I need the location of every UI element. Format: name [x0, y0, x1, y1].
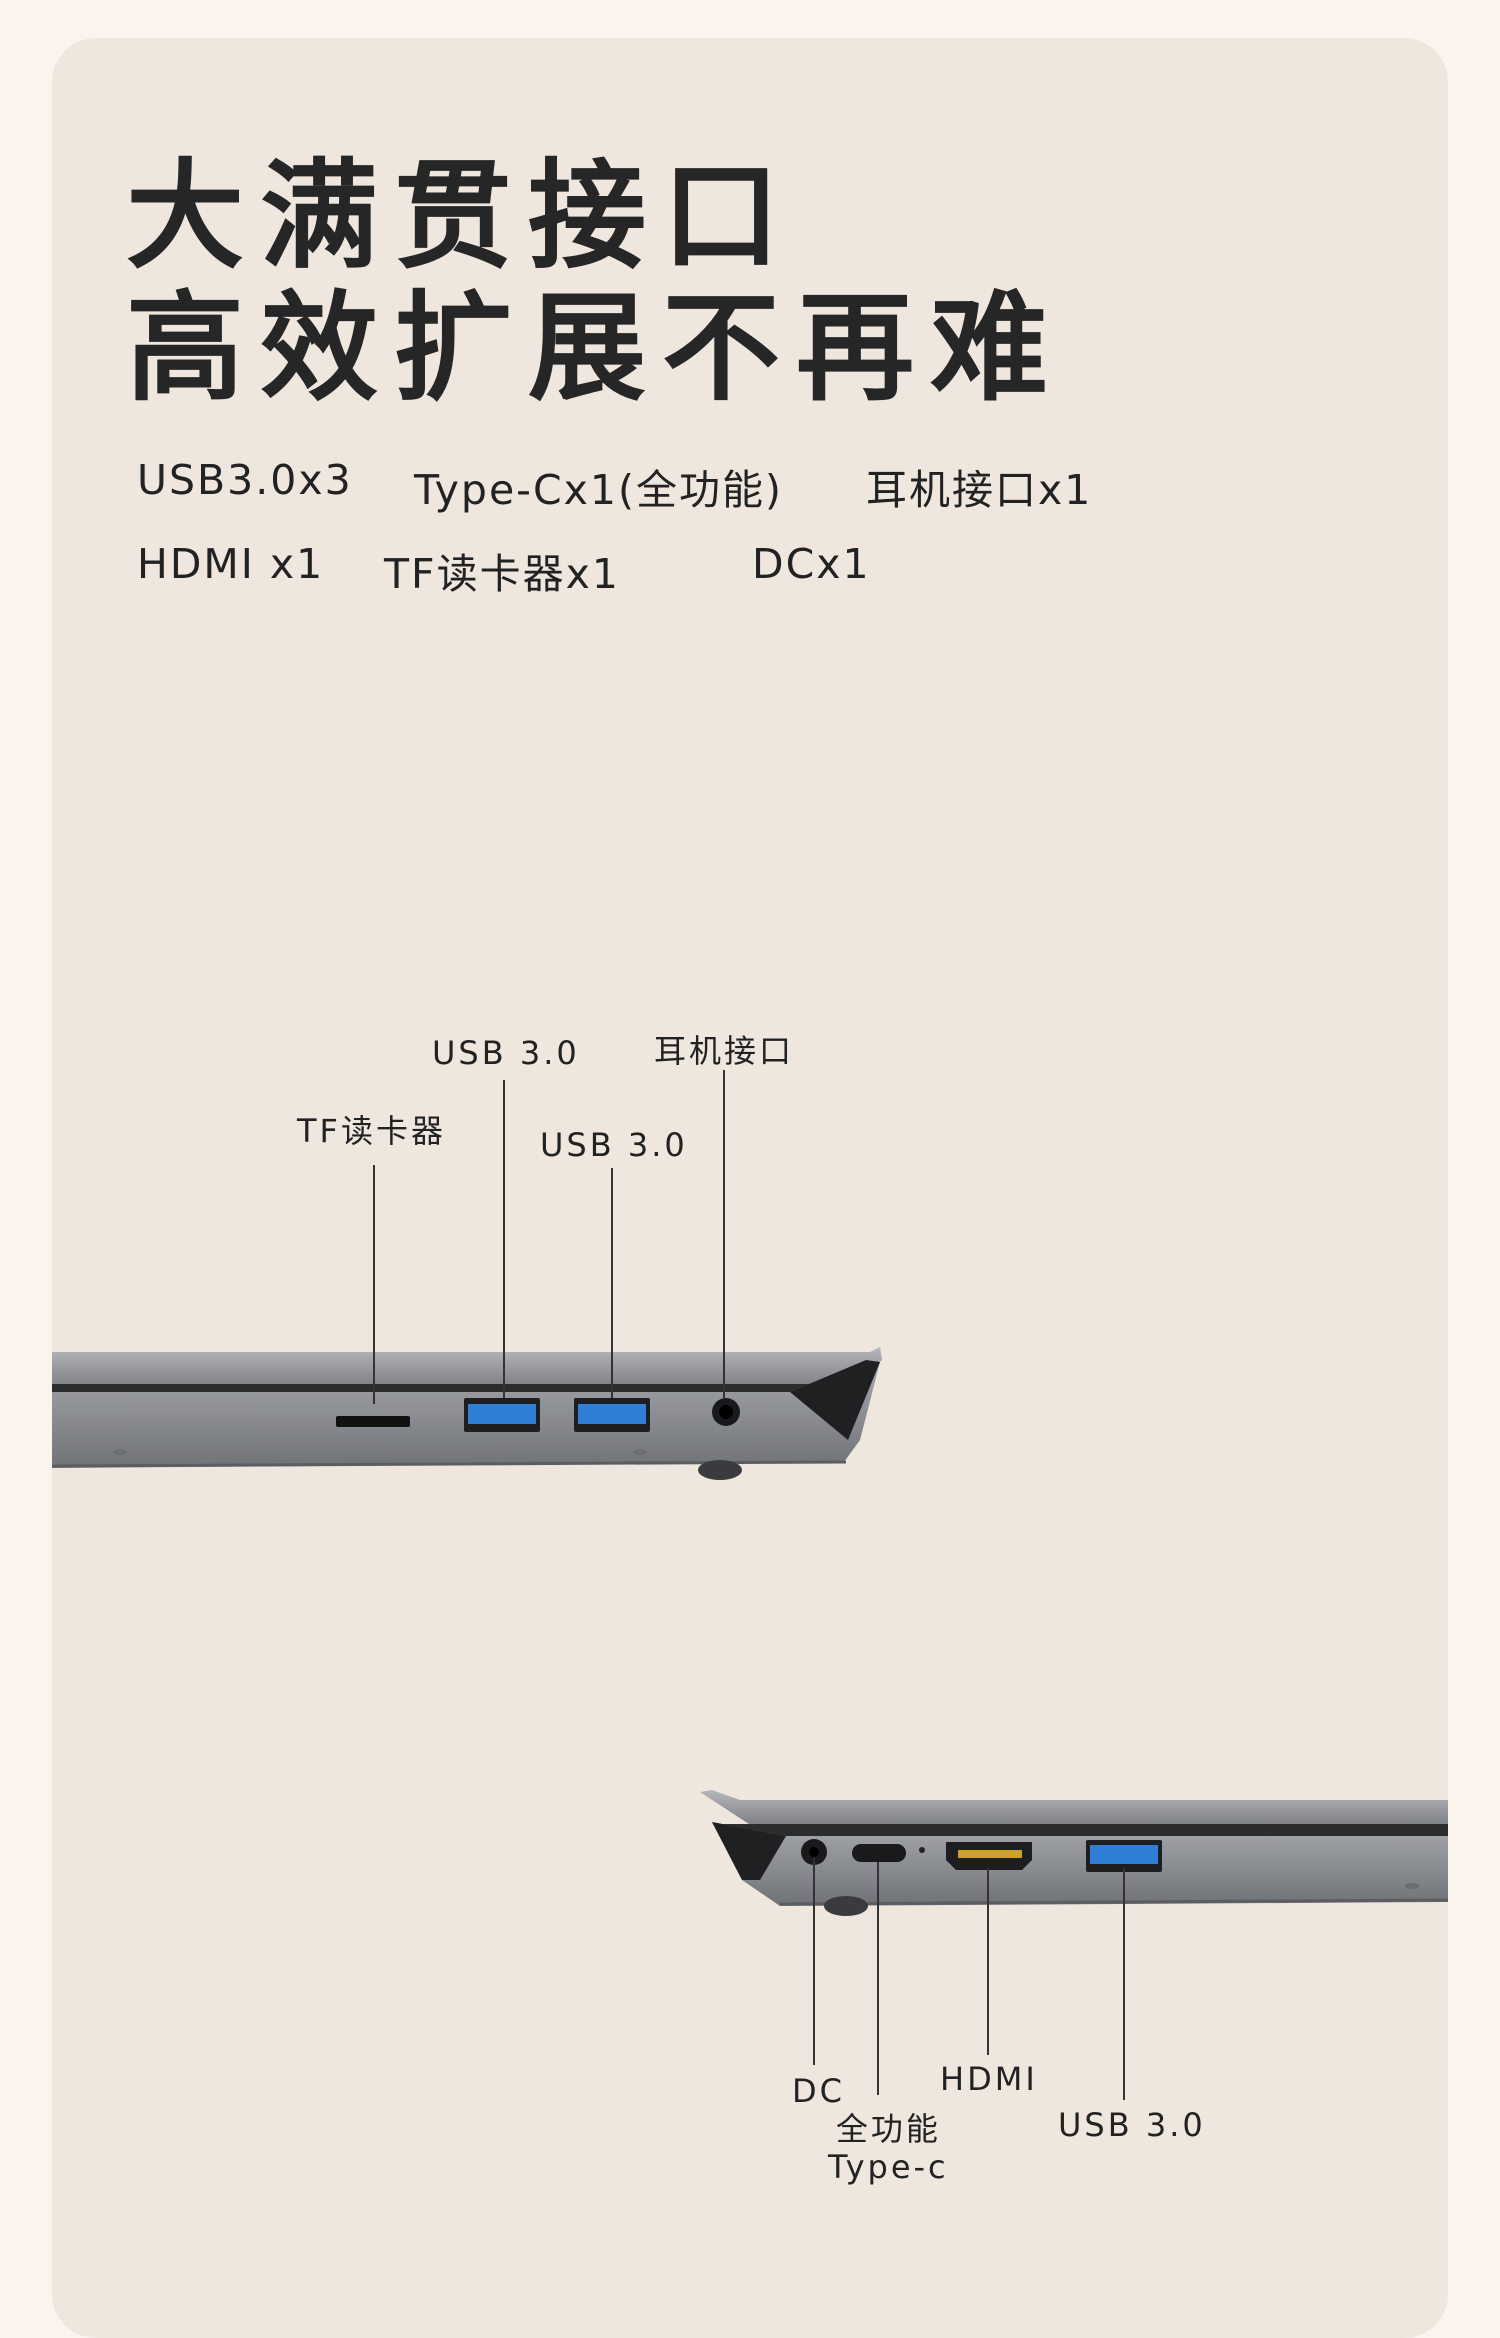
label-headphone: 耳机接口 — [654, 1032, 795, 1070]
label-typec-line-1: 全功能 — [835, 2110, 941, 2148]
usb-port-1 — [464, 1398, 540, 1432]
spec-tf: TF读卡器x1 — [384, 550, 620, 598]
label-usb-upper: USB 3.0 — [432, 1034, 580, 1072]
headline-line-1: 大满贯接口 — [126, 147, 797, 285]
typec-port — [852, 1844, 906, 1862]
spec-hdmi: HDMI x1 — [137, 540, 325, 588]
label-typec: 全功能 Type-c — [828, 2110, 949, 2186]
hdmi-port — [946, 1842, 1032, 1870]
spec-usb: USB3.0x3 — [137, 456, 353, 504]
label-dc: DC — [792, 2072, 845, 2110]
spec-dc: DCx1 — [752, 540, 871, 588]
spec-headphone: 耳机接口x1 — [866, 466, 1093, 514]
tf-slot — [336, 1416, 410, 1427]
label-usb-lower: USB 3.0 — [540, 1126, 688, 1164]
laptop-left-side — [51, 1070, 882, 1480]
headline-line-2: 高效扩展不再难 — [126, 279, 1065, 417]
laptop-right-side — [700, 1790, 1449, 2100]
label-usb-right: USB 3.0 — [1058, 2106, 1206, 2144]
label-tf-reader: TF读卡器 — [297, 1112, 446, 1150]
content-panel — [52, 38, 1448, 2338]
usb-port-3 — [1086, 1840, 1162, 1872]
label-typec-line-2: Type-c — [828, 2148, 949, 2186]
headline: 大满贯接口 高效扩展不再难 — [126, 150, 1064, 414]
spec-typec: Type-Cx1(全功能) — [414, 466, 783, 514]
label-hdmi: HDMI — [940, 2060, 1038, 2098]
usb-port-2 — [574, 1398, 650, 1432]
